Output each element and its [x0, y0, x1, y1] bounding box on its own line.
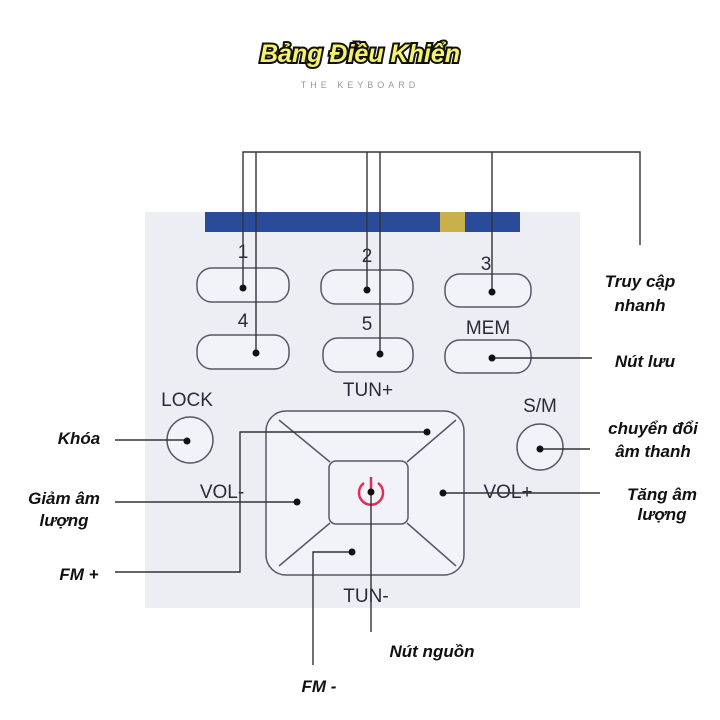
- key-label-3: 3: [481, 254, 492, 275]
- key-label-lock: LOCK: [161, 390, 213, 411]
- d-pad: [265, 410, 465, 576]
- key-label-tun-plus: TUN+: [343, 380, 393, 401]
- label-power: Nút nguồn: [390, 642, 475, 661]
- button-3[interactable]: [444, 273, 532, 308]
- diagram-title: Bảng Điều Khiển: [260, 40, 460, 68]
- button-4[interactable]: [196, 334, 290, 370]
- display-strip: [205, 212, 520, 232]
- label-lock: Khóa: [58, 429, 101, 448]
- button-mem[interactable]: [444, 339, 532, 374]
- key-label-4: 4: [238, 311, 249, 332]
- key-label-mem: MEM: [466, 318, 510, 339]
- preset-buttons: [196, 267, 532, 374]
- key-label-vol-minus: VOL-: [200, 482, 244, 503]
- diagram-subtitle: THE KEYBOARD: [301, 80, 420, 90]
- label-save: Nút lưu: [615, 352, 676, 371]
- key-label-sm: S/M: [523, 396, 557, 417]
- key-label-tun-minus: TUN-: [343, 586, 388, 607]
- button-5[interactable]: [322, 337, 414, 373]
- leader-dots: [183, 284, 544, 556]
- key-label-5: 5: [362, 314, 373, 335]
- label-fm-minus: FM -: [302, 677, 337, 696]
- label-fm-plus: FM +: [59, 565, 98, 584]
- leader-lines: [115, 151, 641, 665]
